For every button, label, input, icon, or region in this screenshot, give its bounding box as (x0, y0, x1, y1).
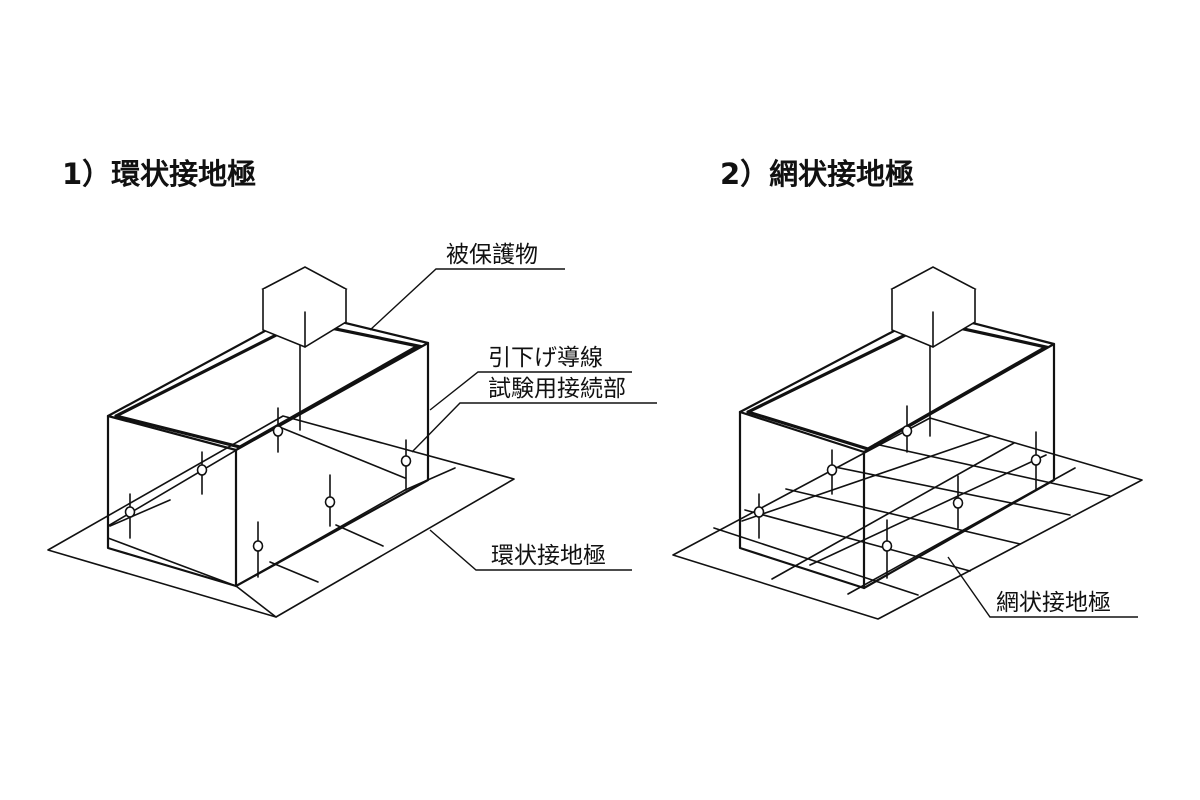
test-joint (196, 464, 208, 476)
ring-down-conductors (124, 407, 412, 578)
test-joint (1030, 454, 1042, 466)
label-test-joint: 試験用接続部 (411, 376, 657, 453)
label-mesh-electrode: 網状接地極 (947, 556, 1138, 618)
label-ring-electrode: 環状接地極 (429, 529, 632, 571)
test-joint (324, 496, 336, 508)
label-down-conductor: 引下げ導線 (429, 345, 632, 411)
test-joint (124, 506, 136, 518)
test-joint (826, 464, 838, 476)
ring-ground-plane (47, 415, 515, 618)
mesh-down-conductors (753, 405, 1042, 579)
svg-text:網状接地極: 網状接地極 (996, 590, 1111, 616)
mesh-chimney (890, 266, 977, 348)
ring-electrode-figure: 被保護物 引下げ導線 試験用接続部 環状接地極 (47, 242, 657, 618)
mesh-building (738, 310, 1056, 590)
title-ring-electrode: 1）環状接地極 (62, 157, 256, 191)
ring-electrode-band (107, 425, 456, 618)
svg-text:試験用接続部: 試験用接続部 (488, 376, 626, 402)
svg-text:引下げ導線: 引下げ導線 (488, 345, 603, 371)
test-joint (400, 455, 412, 467)
test-joint (881, 540, 893, 552)
test-joint (753, 506, 765, 518)
test-joint (252, 540, 264, 552)
test-joint (272, 425, 284, 437)
ring-chimney (261, 266, 348, 348)
title-mesh-electrode: 2）網状接地極 (720, 157, 914, 191)
mesh-ground-plane (672, 417, 1143, 620)
svg-text:環状接地極: 環状接地極 (491, 543, 606, 569)
mesh-electrode-figure: 網状接地極 (672, 266, 1143, 620)
svg-text:被保護物: 被保護物 (446, 242, 538, 268)
test-joint (901, 425, 913, 437)
label-protected-object: 被保護物 (369, 242, 565, 331)
mesh-grid (713, 435, 1111, 596)
test-joint (952, 497, 964, 509)
